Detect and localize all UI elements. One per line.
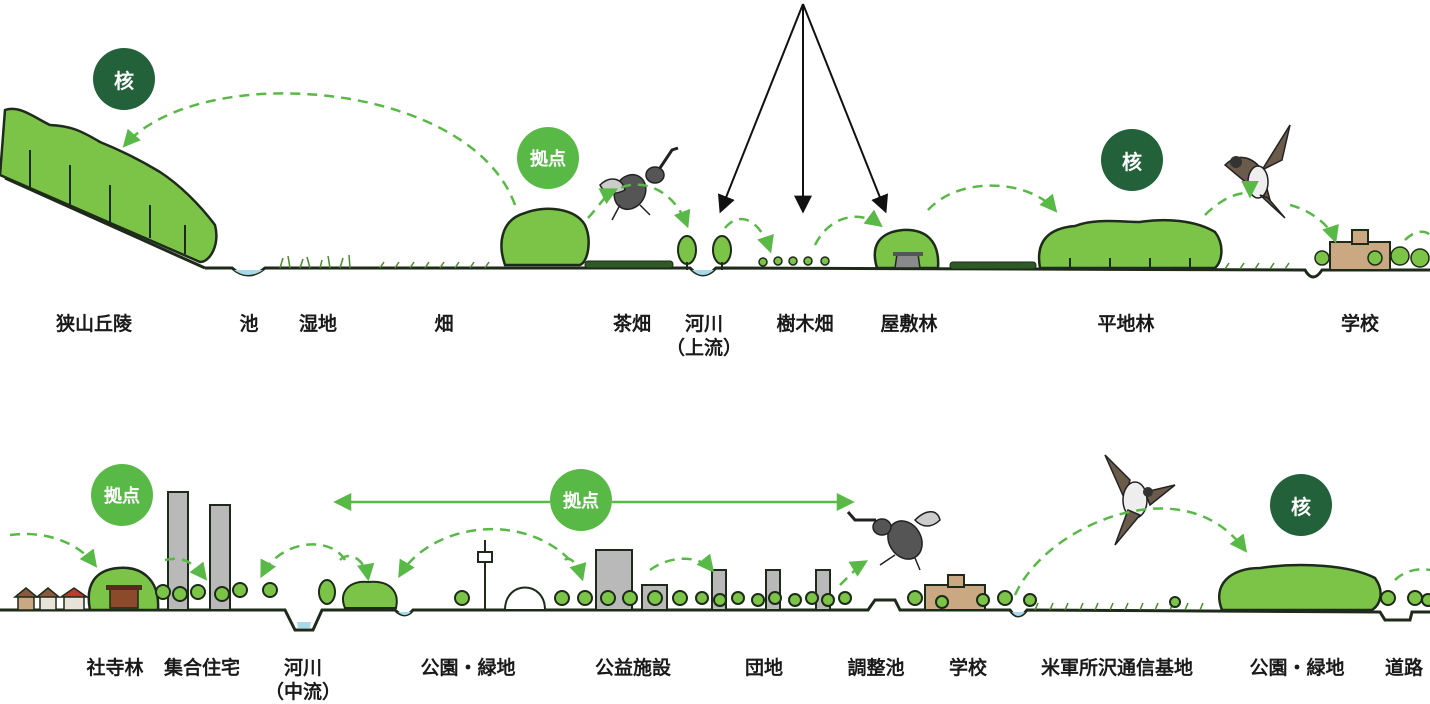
label-flat-forest: 平地林: [1097, 313, 1155, 335]
label-us-base: 米軍所沢通信基地: [1040, 657, 1194, 679]
label-tree-nursery: 樹木畑: [776, 313, 834, 335]
bird-icon: [1223, 124, 1291, 219]
label-yashikirin: 屋敷林: [880, 313, 938, 335]
label-danchi: 団地: [744, 657, 784, 679]
shrine-forest: [87, 566, 160, 612]
houses: [12, 587, 90, 611]
label-park-green-2: 公園・緑地: [1249, 657, 1345, 679]
flat-forest: [1037, 218, 1223, 270]
school-top: [1314, 229, 1430, 271]
label-housing: 集合住宅: [163, 657, 241, 679]
hub-corridor-arrow: [333, 492, 855, 512]
hub-badge: 拠点: [91, 464, 153, 526]
label-river-mid-sub: （中流）: [264, 681, 342, 703]
park-forest: [1217, 563, 1430, 612]
nursery-trees: [758, 256, 830, 267]
hub-shrub: [500, 207, 590, 267]
core-badge: 核: [93, 48, 155, 110]
public-facility-buildings: [595, 549, 688, 611]
hub-badge: 拠点: [517, 127, 579, 189]
sayama-hill: [0, 107, 218, 270]
beetle-icon-2: [846, 511, 941, 571]
label-river-mid: 河川: [283, 657, 323, 679]
label-park-green-1: 公園・緑地: [420, 657, 516, 679]
yashikirin: [873, 228, 940, 270]
label-river-upper: 河川: [684, 313, 724, 335]
label-school: 学校: [1340, 313, 1380, 335]
housing-towers: [155, 491, 278, 611]
park-trees-1: [318, 579, 398, 609]
core-badge: 核: [1101, 129, 1163, 191]
school-bottom: [907, 574, 1181, 611]
label-shrine-forest: 社寺林: [86, 657, 144, 679]
danchi-buildings: [695, 569, 852, 611]
bird-icon-2: [1104, 454, 1176, 546]
public-landmarks: [454, 540, 593, 611]
label-river-upper-sub: （上流）: [665, 337, 743, 359]
label-road: 道路: [1384, 657, 1424, 679]
label-sayama: 狭山丘陵: [55, 313, 133, 335]
core-badge: 核: [1270, 474, 1332, 536]
label-detention-pond: 調整池: [847, 657, 905, 679]
label-wetland: 湿地: [298, 313, 338, 335]
river-trees: [677, 235, 732, 270]
label-pond: 池: [239, 313, 259, 335]
top-ground: [205, 254, 1430, 279]
bottom-links: [9, 507, 1430, 596]
label-tea-field: 茶畑: [612, 313, 652, 335]
label-field: 畑: [434, 313, 454, 335]
top-links: [122, 92, 1430, 254]
pointer-arrows: [717, 3, 889, 214]
label-school-2: 学校: [948, 657, 988, 679]
hub-badge: 拠点: [550, 469, 612, 531]
label-public-facility: 公益施設: [594, 657, 672, 679]
